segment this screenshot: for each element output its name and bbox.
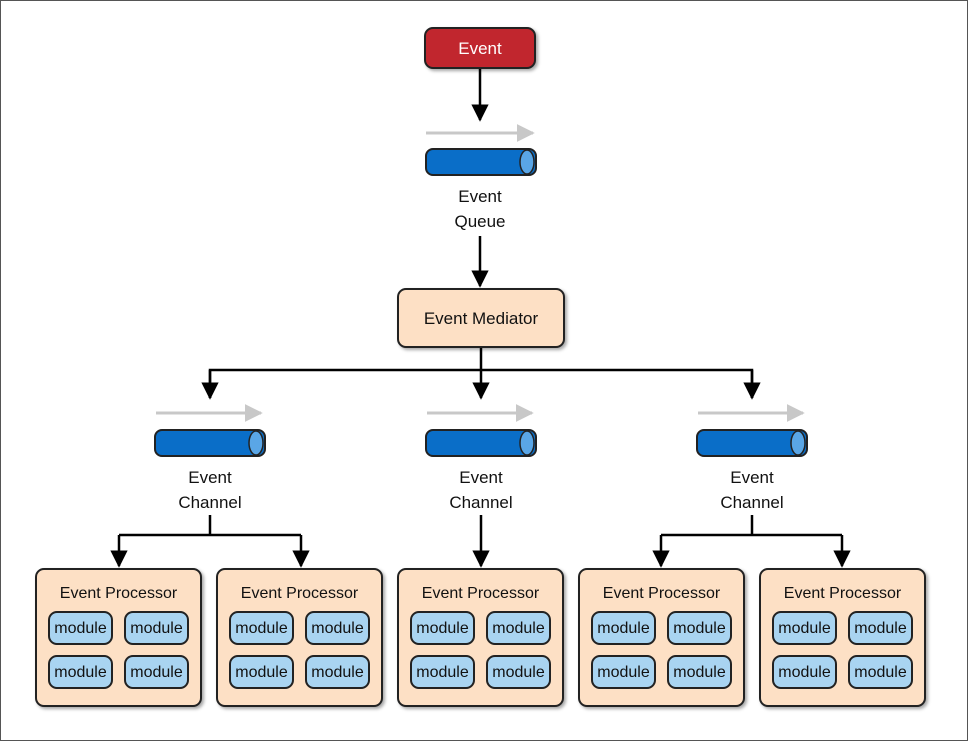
module-label: module (54, 664, 107, 681)
module-box (48, 655, 113, 689)
module-label: module (416, 664, 469, 681)
module-box (229, 611, 294, 645)
module: module (229, 611, 294, 645)
module-box (124, 611, 189, 645)
mediator-connectors (201, 348, 761, 400)
module: module (305, 611, 370, 645)
module-box (667, 655, 732, 689)
module-box (486, 611, 551, 645)
channel-label-line1: Event (459, 468, 503, 487)
module-label: module (311, 664, 364, 681)
channel-label-line1: Event (188, 468, 232, 487)
module-box (486, 655, 551, 689)
module-box (410, 655, 475, 689)
module-label: module (235, 620, 288, 637)
event-mediator: Event Mediator (397, 288, 565, 348)
module-label: module (492, 620, 545, 637)
channel-label-line2: Channel (720, 493, 783, 512)
module-box (124, 655, 189, 689)
module-box (591, 611, 656, 645)
event-queue: Event Queue (425, 124, 537, 231)
event-processor: Event Processor module module module module (578, 568, 745, 707)
module-box (305, 611, 370, 645)
module: module (591, 655, 656, 689)
module: module (229, 655, 294, 689)
module: module (410, 655, 475, 689)
module: module (848, 655, 913, 689)
module: module (591, 611, 656, 645)
event-node: Event (424, 27, 536, 69)
module: module (48, 655, 113, 689)
processor-label: Event Processor (784, 585, 902, 602)
processor-label: Event Processor (241, 585, 359, 602)
event-processor: Event Processor module module module module (35, 568, 202, 707)
module-label: module (597, 620, 650, 637)
queue-pipe-cap (519, 149, 535, 175)
processor-label: Event Processor (603, 585, 721, 602)
module-label: module (492, 664, 545, 681)
module: module (486, 655, 551, 689)
module-box (772, 611, 837, 645)
module-box (229, 655, 294, 689)
channel-pipe (696, 429, 808, 457)
module-box (848, 655, 913, 689)
module-label: module (54, 620, 107, 637)
channel-label-line2: Channel (449, 493, 512, 512)
module-box (848, 611, 913, 645)
module: module (772, 655, 837, 689)
module-box (591, 655, 656, 689)
module: module (124, 655, 189, 689)
module: module (667, 655, 732, 689)
module-label: module (311, 620, 364, 637)
channel-to-processor-connectors (110, 515, 851, 568)
channel-pipe-cap (790, 430, 806, 456)
module: module (124, 611, 189, 645)
module-label: module (854, 620, 907, 637)
module-label: module (854, 664, 907, 681)
queue-label-line1: Event (458, 187, 502, 206)
module: module (305, 655, 370, 689)
channel-pipe-cap (248, 430, 264, 456)
module-box (410, 611, 475, 645)
module: module (48, 611, 113, 645)
module: module (848, 611, 913, 645)
event-processor: Event Processor module module module module (216, 568, 383, 707)
mediator-label: Event Mediator (424, 309, 539, 328)
channel-pipe (154, 429, 266, 457)
event-processor: Event Processor module module module module (759, 568, 926, 707)
module-label: module (778, 620, 831, 637)
processor-label: Event Processor (422, 585, 540, 602)
event-processor: Event Processor module module module module (397, 568, 564, 707)
module: module (772, 611, 837, 645)
module-label: module (130, 620, 183, 637)
module: module (486, 611, 551, 645)
module-label: module (673, 664, 726, 681)
event-node-label: Event (458, 39, 502, 58)
module-label: module (597, 664, 650, 681)
module-box (667, 611, 732, 645)
channel-label-line1: Event (730, 468, 774, 487)
module: module (410, 611, 475, 645)
queue-pipe (425, 148, 537, 176)
module-label: module (673, 620, 726, 637)
module-box (48, 611, 113, 645)
channel-pipe-cap (519, 430, 535, 456)
module-label: module (778, 664, 831, 681)
module: module (667, 611, 732, 645)
module-label: module (235, 664, 288, 681)
queue-label-line2: Queue (454, 212, 505, 231)
module-box (772, 655, 837, 689)
processor-label: Event Processor (60, 585, 178, 602)
module-box (305, 655, 370, 689)
channel-label-line2: Channel (178, 493, 241, 512)
module-label: module (416, 620, 469, 637)
module-label: module (130, 664, 183, 681)
channel-pipe (425, 429, 537, 457)
